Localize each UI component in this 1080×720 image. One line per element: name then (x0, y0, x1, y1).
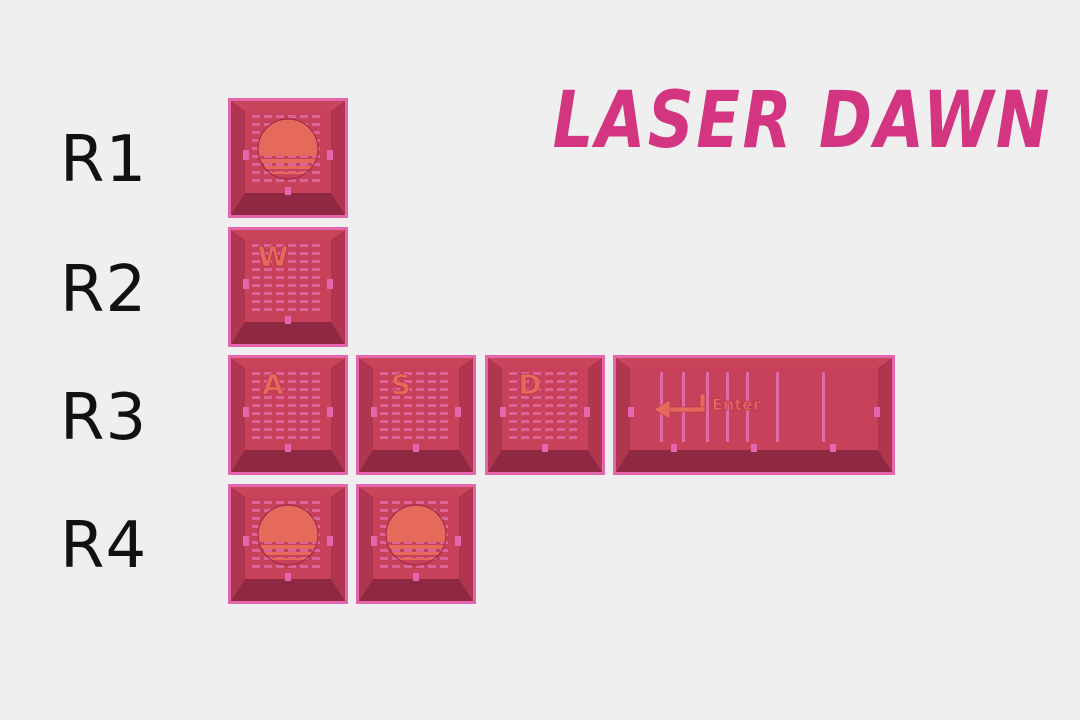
keycap-art (359, 487, 473, 601)
keycap-r3-a: A (228, 355, 348, 475)
keycap-art: D (488, 358, 602, 472)
keycap-legend: W (258, 240, 289, 273)
keycap-r2-w: W (228, 227, 348, 347)
keycap-r3-enter: Enter (613, 355, 895, 475)
return-arrow-icon (653, 393, 706, 420)
keycap-legend: D (518, 368, 541, 401)
keycap-r3-s: S (356, 355, 476, 475)
keycap-art (231, 101, 345, 215)
row-label-r1: R1 (60, 123, 148, 197)
keycap-legend: A (262, 368, 284, 401)
keycap-r1-sunset (228, 98, 348, 218)
row-label-r4: R4 (60, 509, 148, 583)
sunset-icon (257, 118, 319, 180)
keycap-art (231, 487, 345, 601)
keycap-r4-sunset-1 (228, 484, 348, 604)
keycap-art: S (359, 358, 473, 472)
row-label-r2: R2 (60, 253, 148, 327)
row-label-r3: R3 (60, 381, 148, 455)
keycap-r4-sunset-2 (356, 484, 476, 604)
brand-title: LASER DAWN (552, 76, 1052, 166)
keycap-legend: S (391, 368, 411, 401)
keycap-art: A (231, 358, 345, 472)
keycap-legend: Enter (712, 395, 761, 414)
keycap-r3-d: D (485, 355, 605, 475)
keycap-art: W (231, 230, 345, 344)
keycap-art: Enter (616, 358, 892, 472)
